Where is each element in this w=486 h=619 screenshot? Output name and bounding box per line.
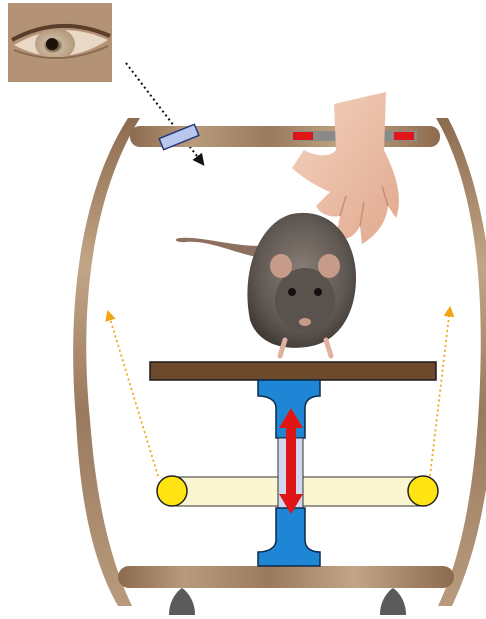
platform-top (150, 362, 436, 380)
orange-dotted-arrow-left (108, 312, 158, 476)
yellow-pivot-left (157, 476, 187, 506)
wooden-frame-right (436, 118, 486, 606)
orange-dotted-arrow-right (430, 308, 450, 476)
wooden-frame-left (73, 118, 140, 606)
observer-eye-photo (8, 3, 112, 82)
rat-photo (176, 213, 356, 356)
wooden-frame-bottom (118, 566, 454, 588)
top-bar-red-marker (293, 132, 313, 140)
foot-left (169, 588, 195, 615)
yellow-pivot-right (408, 476, 438, 506)
foot-right (380, 588, 406, 615)
piston-column-lower (258, 508, 320, 566)
top-bar-red-marker (394, 132, 414, 140)
